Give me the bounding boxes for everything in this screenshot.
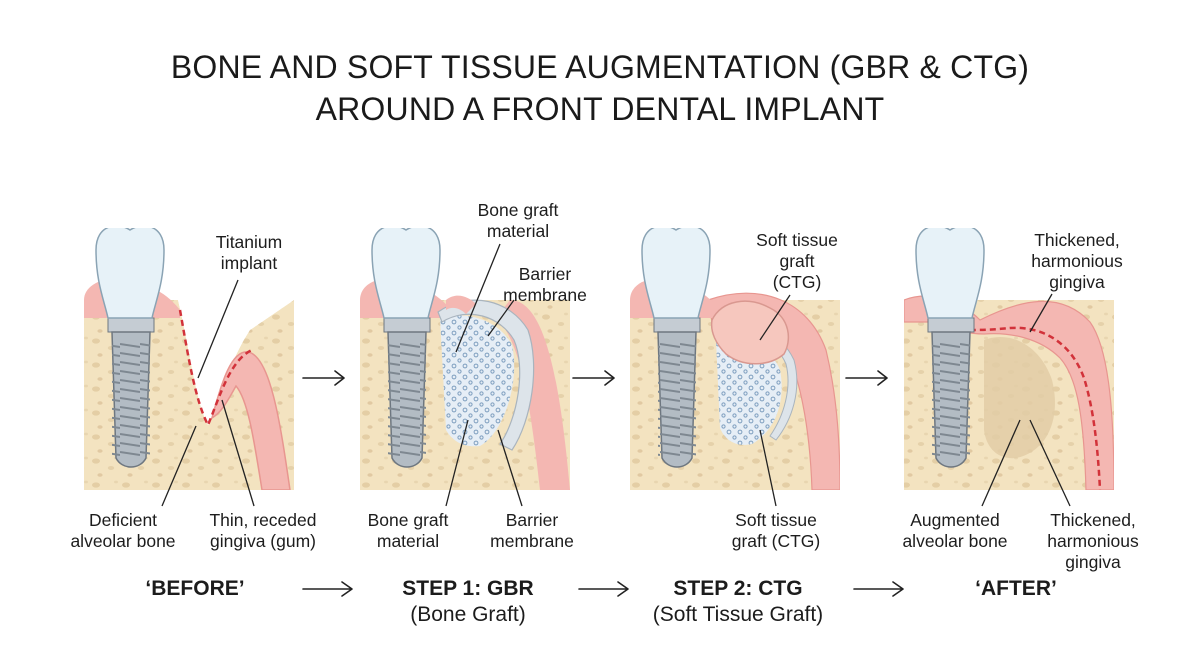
page-title: BONE AND SOFT TISSUE AUGMENTATION (GBR &… <box>0 46 1200 130</box>
titanium-implant <box>927 317 975 468</box>
label-thickened-gingiva-top: Thickened, harmonious gingiva <box>1031 230 1123 292</box>
titanium-implant <box>107 317 155 468</box>
label-receded-gingiva: Thin, receded gingiva (gum) <box>209 510 317 551</box>
label-thickened-gingiva-bottom: Thickened, harmonious gingiva <box>1047 510 1139 572</box>
titanium-implant <box>653 317 701 468</box>
stage-before: ‘BEFORE’ <box>145 577 245 600</box>
stage-gbr: STEP 1: GBR (Bone Graft) <box>402 577 534 626</box>
tooth-crown <box>641 228 711 319</box>
label-soft-tissue-graft-bottom: Soft tissue graft (CTG) <box>731 510 821 551</box>
arrow-right-icon <box>302 370 904 597</box>
gingiva-outline <box>178 309 253 428</box>
titanium-implant <box>383 317 431 468</box>
tooth-crown <box>95 228 165 319</box>
panel-ctg <box>630 228 840 490</box>
tooth-crown <box>915 228 985 319</box>
stage-ctg: STEP 2: CTG (Soft Tissue Graft) <box>652 577 824 626</box>
gingiva-outline <box>929 324 1102 490</box>
panel-after <box>904 228 1114 490</box>
gingiva-right <box>496 300 570 490</box>
augmented-bone <box>984 336 1055 459</box>
gingiva-flap <box>446 295 476 314</box>
label-deficient-alveolar-bone: Deficient alveolar bone <box>70 510 176 551</box>
leader-lines <box>161 243 1071 507</box>
tooth-crown <box>371 228 441 319</box>
label-augmented-alveolar-bone: Augmented alveolar bone <box>902 510 1008 551</box>
receded-gingiva <box>210 351 291 490</box>
panel-before <box>84 228 294 490</box>
label-titanium-implant: Titanium implant <box>215 232 283 273</box>
title-line-2: AROUND A FRONT DENTAL IMPLANT <box>315 91 885 127</box>
label-soft-tissue-graft-top: Soft tissue graft (CTG) <box>756 230 838 292</box>
soft-tissue-graft <box>710 300 790 365</box>
label-bone-graft-top: Bone graft material <box>477 200 559 241</box>
label-barrier-membrane-bottom: Barrier membrane <box>490 510 574 551</box>
stage-after: ‘AFTER’ <box>975 577 1057 600</box>
label-bone-graft-bottom: Bone graft material <box>367 510 449 551</box>
title-line-1: BONE AND SOFT TISSUE AUGMENTATION (GBR &… <box>170 49 1030 85</box>
label-barrier-membrane-top: Barrier membrane <box>503 264 587 305</box>
panel-gbr <box>360 228 570 490</box>
